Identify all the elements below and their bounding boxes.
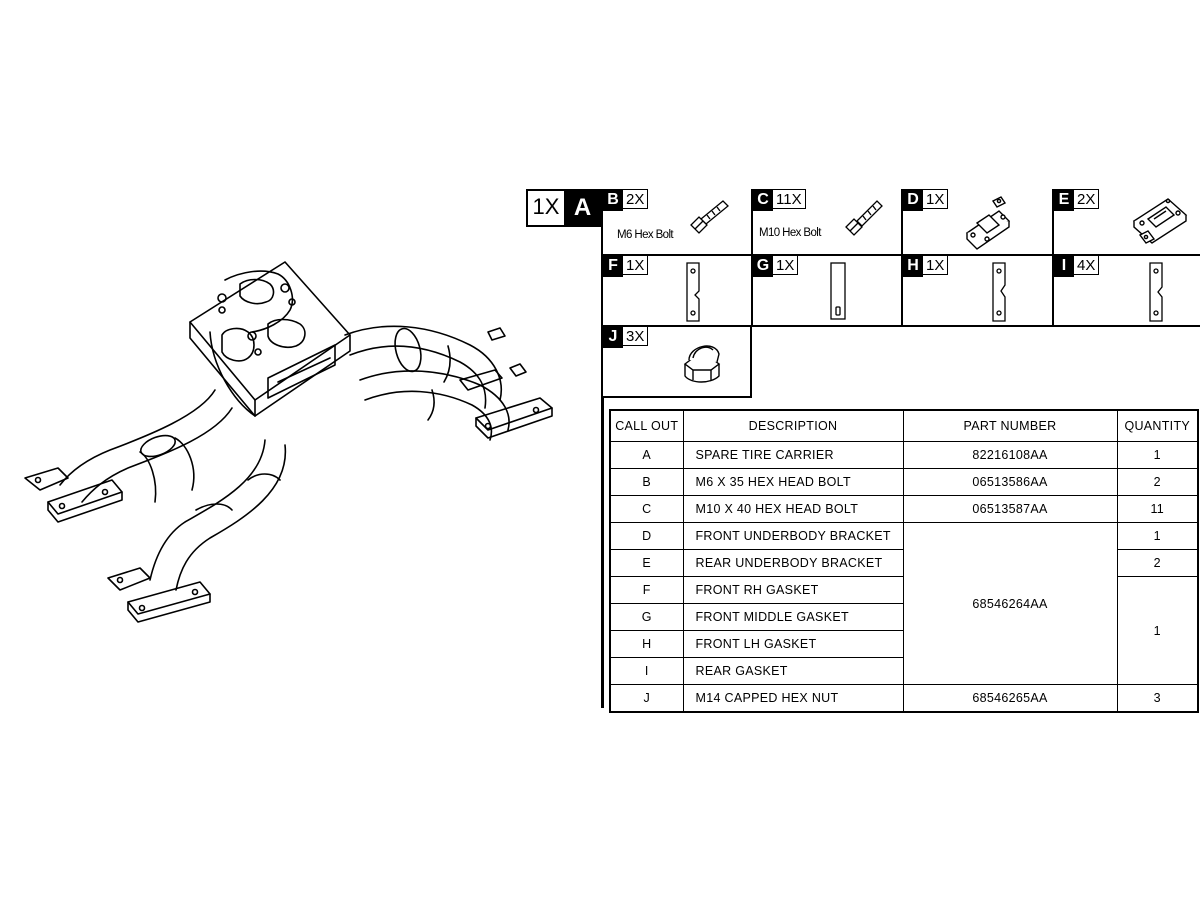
header-part-number: PART NUMBER: [902, 409, 1118, 442]
row-callout: I: [609, 657, 684, 685]
gasket-icon: [1149, 262, 1163, 322]
row-description: SPARE TIRE CARRIER: [682, 441, 904, 469]
row-quantity: 2: [1116, 468, 1199, 496]
row-callout: G: [609, 603, 684, 631]
part-g-quantity: 1X: [773, 255, 799, 275]
row-quantity-shared: 1: [1116, 576, 1199, 685]
gasket-icon: [830, 262, 846, 320]
part-h-quantity: 1X: [923, 255, 949, 275]
table-row: I REAR GASKET: [609, 657, 1198, 685]
parts-table-frame: [601, 398, 1200, 708]
table-row: G FRONT MIDDLE GASKET: [609, 603, 1198, 631]
part-i-quantity: 4X: [1074, 255, 1100, 275]
part-c-quantity: 11X: [773, 189, 806, 209]
row-part-number-shared: 68546264AA: [902, 522, 1118, 685]
row-description: M6 X 35 HEX HEAD BOLT: [682, 468, 904, 496]
rear-underbody-bracket-icon: [1132, 198, 1188, 244]
part-d-quantity: 1X: [923, 189, 949, 209]
table-header-row: CALL OUT DESCRIPTION PART NUMBER QUANTIT…: [609, 409, 1199, 442]
spare-tire-carrier-drawing: [0, 240, 580, 660]
row-description: M10 X 40 HEX HEAD BOLT: [682, 495, 904, 523]
table-row: A SPARE TIRE CARRIER 82216108AA 1: [609, 441, 1199, 469]
part-e-letter: E: [1054, 189, 1074, 211]
parts-table: CALL OUT DESCRIPTION PART NUMBER QUANTIT…: [609, 409, 1199, 713]
callout-a-frame: [526, 189, 601, 227]
hex-bolt-icon: [690, 200, 729, 234]
carrier-right-tubes: [345, 326, 509, 440]
part-b-quantity: 2X: [623, 189, 649, 209]
part-c-letter: C: [753, 189, 773, 211]
row-part-number: 82216108AA: [902, 441, 1118, 469]
table-row: C M10 X 40 HEX HEAD BOLT 06513587AA 11: [609, 495, 1199, 523]
header-quantity: QUANTITY: [1116, 409, 1199, 442]
row-quantity: 11: [1116, 495, 1199, 523]
row-callout: A: [609, 441, 684, 469]
row-quantity: 1: [1116, 441, 1199, 469]
header-description: DESCRIPTION: [682, 409, 904, 442]
row-description: REAR UNDERBODY BRACKET: [682, 549, 904, 577]
row-description: FRONT UNDERBODY BRACKET: [682, 522, 904, 550]
part-b-name: M6 Hex Bolt: [617, 229, 674, 241]
row-callout: F: [609, 576, 684, 604]
table-row: B M6 X 35 HEX HEAD BOLT 06513586AA 2: [609, 468, 1199, 496]
gasket-icon: [992, 262, 1006, 322]
row-callout: E: [609, 549, 684, 577]
capped-hex-nut-icon: [683, 345, 721, 383]
row-quantity: 2: [1116, 549, 1199, 577]
carrier-mount-plate: [190, 262, 350, 416]
part-b-letter: B: [603, 189, 623, 211]
part-d-letter: D: [903, 189, 923, 211]
hex-bolt-icon: [845, 200, 883, 236]
row-description: REAR GASKET: [682, 657, 904, 685]
carrier-mount-feet: [25, 328, 552, 622]
gasket-icon: [686, 262, 700, 322]
table-row: F FRONT RH GASKET 1: [609, 576, 1199, 685]
row-description: FRONT MIDDLE GASKET: [682, 603, 904, 631]
row-callout: C: [609, 495, 684, 523]
row-callout: D: [609, 522, 684, 550]
row-description: FRONT LH GASKET: [682, 630, 904, 658]
row-callout: B: [609, 468, 684, 496]
table-row: J M14 CAPPED HEX NUT 68546265AA 3: [609, 684, 1199, 713]
table-row: E REAR UNDERBODY BRACKET 2: [609, 549, 1199, 577]
row-quantity: 1: [1116, 522, 1199, 550]
callout-a-letter: A: [564, 189, 601, 227]
row-part-number: 68546265AA: [902, 684, 1118, 713]
header-callout: CALL OUT: [609, 409, 684, 442]
front-underbody-bracket-icon: [965, 196, 1011, 250]
row-description: M14 CAPPED HEX NUT: [682, 684, 904, 713]
row-part-number: 06513586AA: [902, 468, 1118, 496]
part-i-letter: I: [1054, 255, 1074, 277]
row-description: FRONT RH GASKET: [682, 576, 904, 604]
part-f-letter: F: [603, 255, 623, 277]
part-g-letter: G: [753, 255, 773, 277]
part-j-letter: J: [603, 326, 623, 348]
part-h-letter: H: [903, 255, 923, 277]
part-f-quantity: 1X: [623, 255, 649, 275]
row-part-number: 06513587AA: [902, 495, 1118, 523]
part-e-quantity: 2X: [1074, 189, 1100, 209]
part-j-quantity: 3X: [623, 326, 649, 346]
part-c-name: M10 Hex Bolt: [759, 227, 821, 239]
callout-a-quantity: 1X: [532, 194, 560, 219]
table-row: D FRONT UNDERBODY BRACKET 68546264AA 1: [609, 522, 1199, 685]
row-callout: H: [609, 630, 684, 658]
row-quantity: 3: [1116, 684, 1199, 713]
carrier-left-tubes: [60, 390, 285, 590]
row-callout: J: [609, 684, 684, 713]
